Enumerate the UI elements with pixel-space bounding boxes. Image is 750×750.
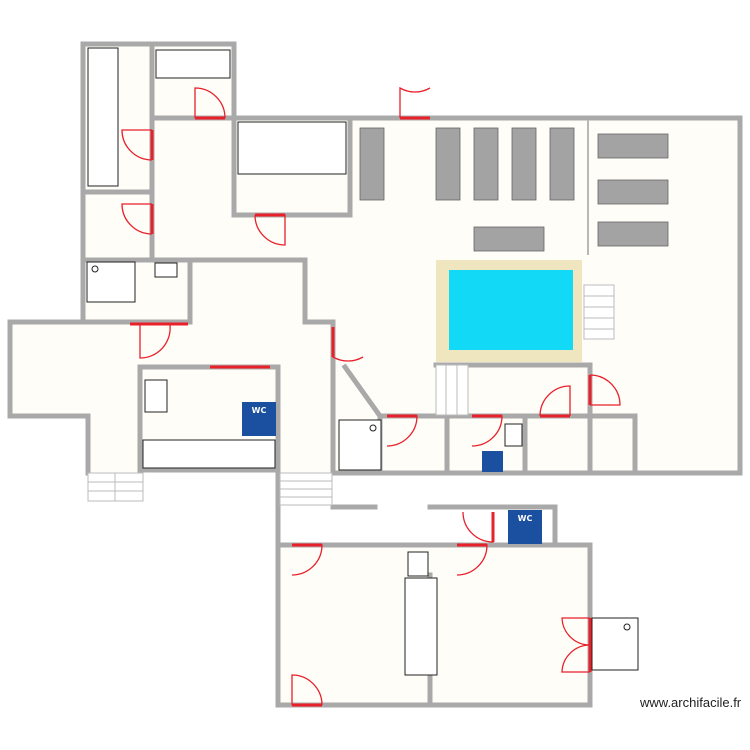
toilet-icon	[144, 262, 523, 577]
bed-icon	[87, 47, 347, 187]
shower-icon	[86, 261, 639, 676]
wc-accessible-sign-icon: WC WC	[242, 402, 542, 544]
stairs-icon	[87, 284, 615, 506]
watermark: www.archifacile.fr	[640, 695, 742, 710]
svg-text:WC: WC	[252, 406, 267, 415]
swimming-pool	[436, 260, 582, 362]
sun-lounger-icon	[359, 127, 669, 252]
door-swing-icon	[121, 86, 621, 707]
svg-text:WC: WC	[518, 514, 533, 523]
